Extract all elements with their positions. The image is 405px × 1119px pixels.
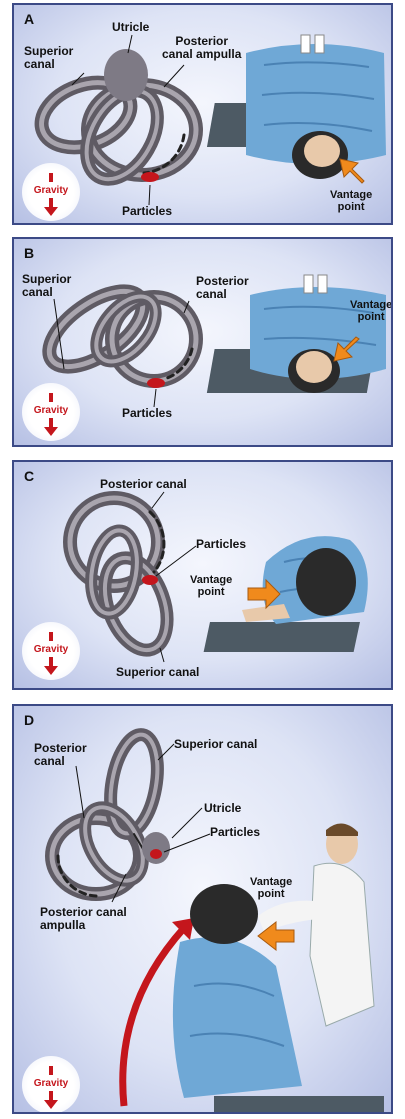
label-vantage-point: Vantage point — [190, 574, 232, 598]
canal-diagram-c — [70, 498, 179, 659]
vantage-arrow-a — [340, 159, 364, 183]
particles-mark — [147, 378, 165, 388]
label-superior-canal: Superior canal — [174, 738, 257, 751]
label-posterior-canal: Posterior canal — [34, 742, 87, 768]
panel-letter: D — [24, 712, 34, 728]
utricle-shape — [142, 832, 170, 864]
panel-letter: C — [24, 468, 34, 484]
label-superior-canal: Superior canal — [22, 273, 71, 299]
gravity-label: Gravity — [22, 185, 80, 196]
label-superior-canal: Superior canal — [116, 666, 199, 679]
panel-letter: A — [24, 11, 34, 27]
panel-b: B Superior canal Posterior canal Particl… — [12, 237, 393, 447]
label-superior-canal: Superior canal — [24, 45, 73, 71]
gravity-indicator: Gravity — [22, 622, 80, 680]
gravity-label: Gravity — [22, 1078, 80, 1089]
gravity-label: Gravity — [22, 405, 80, 416]
particles-mark — [150, 849, 162, 859]
panel-c: C Posterior canal Particles Vantage poin… — [12, 460, 393, 690]
label-posterior-canal: Posterior canal — [196, 275, 249, 301]
label-vantage-point: Vantage point — [330, 189, 372, 213]
label-utricle: Utricle — [204, 802, 241, 815]
label-utricle: Utricle — [112, 21, 149, 34]
gravity-arrow-icon — [44, 1100, 58, 1109]
gravity-label: Gravity — [22, 644, 80, 655]
utricle-shape — [104, 49, 148, 101]
label-posterior-canal: Posterior canal — [100, 478, 187, 491]
label-particles: Particles — [122, 407, 172, 420]
panel-letter: B — [24, 245, 34, 261]
gravity-arrow-icon — [44, 666, 58, 675]
gravity-indicator: Gravity — [22, 383, 80, 441]
particles-mark — [142, 575, 158, 585]
label-vantage-point: Vantage point — [350, 299, 392, 323]
label-particles: Particles — [210, 826, 260, 839]
label-posterior-ampulla: Posterior canal ampulla — [162, 35, 241, 61]
label-posterior-canal-ampulla: Posterior canal ampulla — [40, 906, 127, 932]
patient-doctor-figure-d — [123, 823, 384, 1114]
gravity-indicator: Gravity — [22, 1056, 80, 1114]
gravity-arrow-icon — [44, 427, 58, 436]
panel-a: A Superior canal Utricle Posterior canal… — [12, 3, 393, 225]
label-particles: Particles — [196, 538, 246, 551]
gravity-arrow-icon — [44, 207, 58, 216]
label-vantage-point: Vantage point — [250, 876, 292, 900]
label-particles: Particles — [122, 205, 172, 218]
particles-mark — [141, 172, 159, 182]
gravity-indicator: Gravity — [22, 163, 80, 221]
panel-d: D Posterior canal Superior canal Utricle… — [12, 704, 393, 1114]
